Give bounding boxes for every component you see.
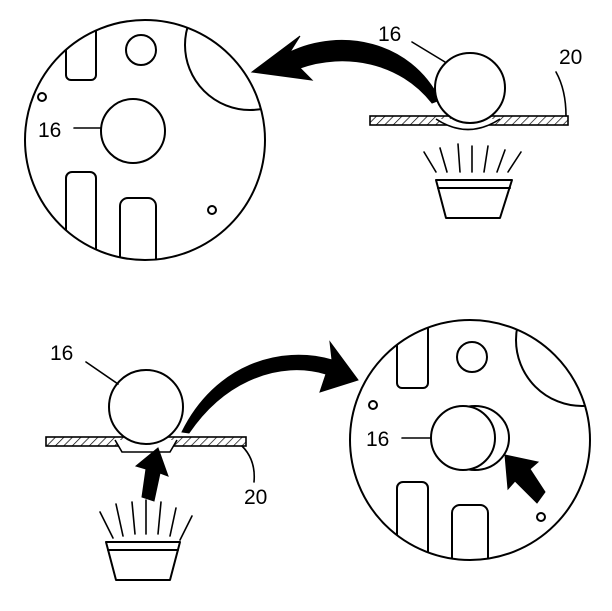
magnified-view-before: 16 — [24, 19, 266, 261]
transfer-arrow-bottom — [181, 340, 359, 434]
slot — [119, 197, 157, 260]
leader-line — [241, 445, 256, 483]
part-16-ball — [108, 369, 184, 445]
side-view-before: 16 20 — [369, 23, 582, 219]
heat-source-icon — [105, 541, 181, 581]
side-view-after: 16 20 — [45, 342, 267, 581]
transfer-arrow-top — [250, 35, 441, 104]
label-20: 20 — [244, 486, 267, 509]
small-hole — [456, 341, 488, 373]
heat-lines — [423, 143, 522, 173]
label-16: 16 — [38, 119, 61, 142]
part-16-ball — [434, 52, 506, 124]
heat-source-icon — [435, 179, 513, 219]
slot — [65, 171, 97, 260]
arc-feature — [184, 20, 265, 111]
pin-hole — [207, 205, 217, 215]
pin-hole — [536, 512, 546, 522]
leader-line — [555, 71, 567, 117]
part-16-ball — [430, 405, 496, 471]
small-hole — [125, 34, 157, 66]
slot — [396, 320, 429, 389]
arc-feature — [515, 320, 590, 407]
heat-lines — [99, 499, 193, 541]
label-20: 20 — [559, 46, 582, 69]
label-16: 16 — [378, 23, 401, 46]
pin-hole — [37, 92, 47, 102]
part-16-ball — [100, 98, 166, 164]
leader-line — [411, 41, 446, 63]
label-16: 16 — [50, 342, 73, 365]
slot — [451, 504, 489, 560]
label-16: 16 — [366, 428, 389, 451]
pin-hole — [368, 400, 378, 410]
magnified-view-after: 16 — [349, 319, 591, 561]
leader-line — [85, 361, 119, 385]
push-arrow — [504, 454, 546, 504]
push-arrow — [134, 447, 169, 502]
